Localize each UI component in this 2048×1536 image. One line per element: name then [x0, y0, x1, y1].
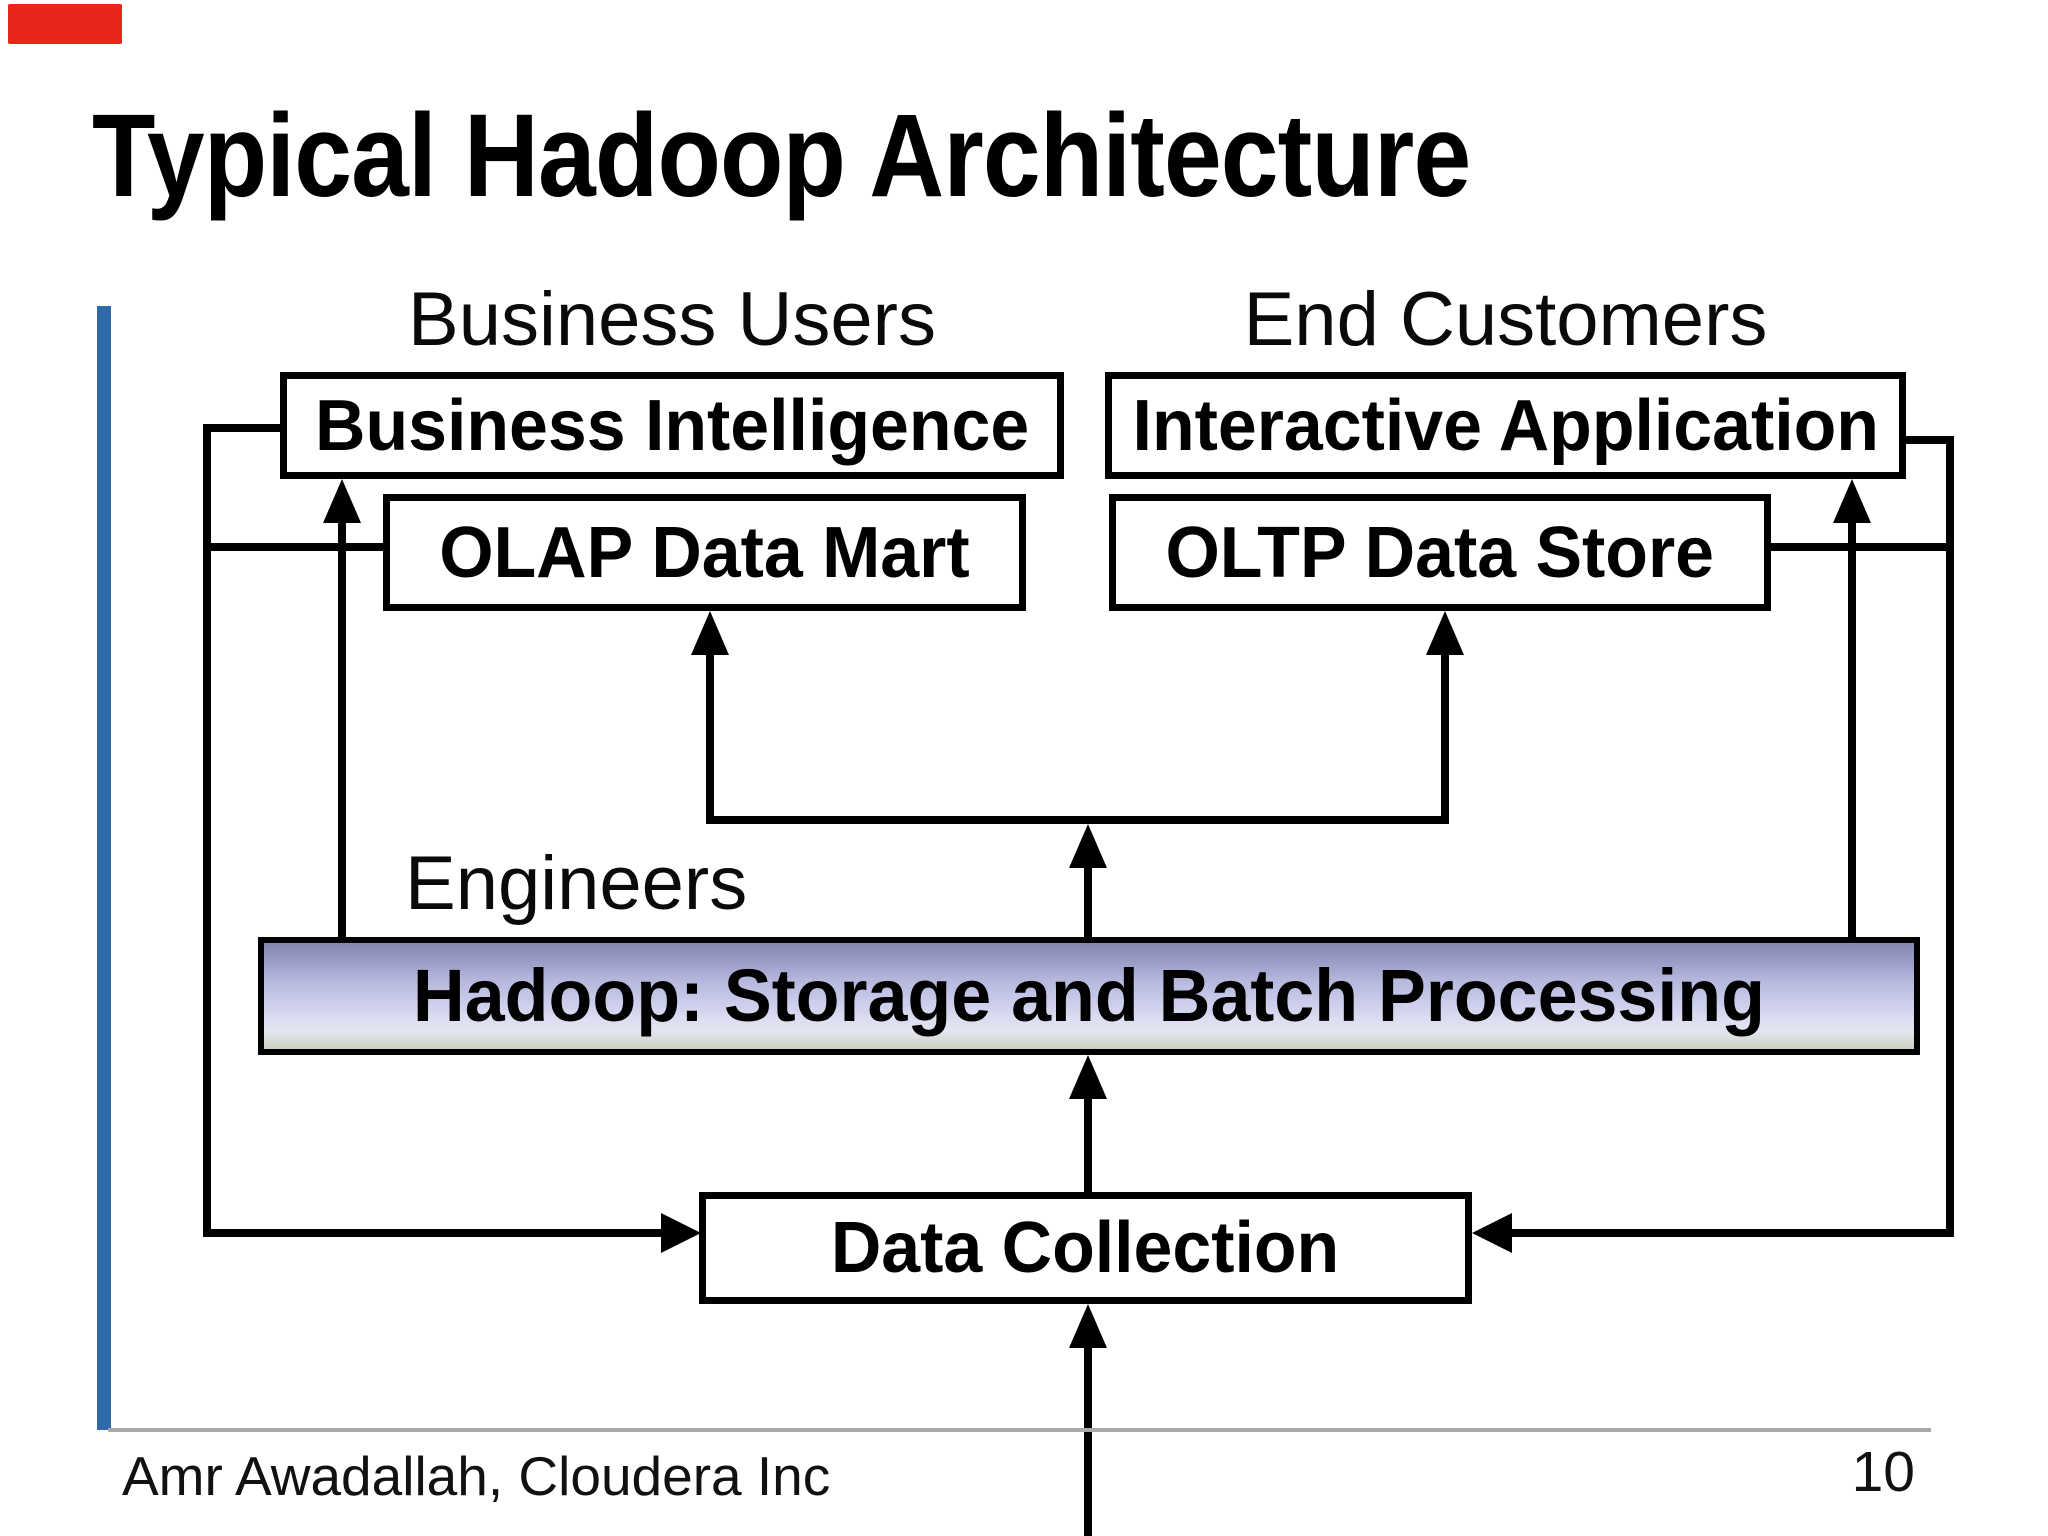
page-number: 10	[1851, 1440, 1915, 1504]
accent-bar	[97, 306, 111, 1430]
box-hadoop-storage-batch: Hadoop: Storage and Batch Processing	[258, 937, 1920, 1055]
box-interactive-application: Interactive Application	[1105, 372, 1906, 479]
line-split-connector	[706, 816, 1449, 824]
arrowhead-into-oltp	[1426, 611, 1464, 655]
arrowhead-hadoop-to-bi	[323, 479, 361, 523]
line-right-trunk	[1946, 436, 1954, 1237]
box-business-intelligence: Business Intelligence	[280, 372, 1064, 479]
line-ia-right-branch	[1903, 436, 1954, 444]
box-olap-data-mart-label: OLAP Data Mart	[439, 512, 970, 593]
box-oltp-data-store-label: OLTP Data Store	[1165, 512, 1715, 593]
box-olap-data-mart: OLAP Data Mart	[383, 494, 1026, 611]
line-feed-to-dc	[1084, 1342, 1092, 1536]
box-business-intelligence-label: Business Intelligence	[314, 385, 1030, 466]
box-hadoop-label: Hadoop: Storage and Batch Processing	[412, 954, 1766, 1037]
arrowhead-into-dc-left	[661, 1213, 701, 1253]
line-oltp-right-branch	[1771, 543, 1954, 551]
line-bi-left-branch	[203, 424, 280, 432]
footer-divider	[108, 1428, 1931, 1432]
label-end-customers: End Customers	[1243, 277, 1768, 362]
box-oltp-data-store: OLTP Data Store	[1109, 494, 1771, 611]
line-hadoop-to-ia	[1848, 516, 1856, 937]
record-badge	[8, 4, 122, 44]
arrowhead-hadoop-to-split	[1069, 824, 1107, 868]
line-split-to-oltp	[1441, 649, 1449, 820]
label-engineers: Engineers	[405, 841, 748, 926]
line-split-to-olap	[706, 649, 714, 820]
line-hadoop-to-split	[1084, 862, 1092, 937]
footer-author: Amr Awadallah, Cloudera Inc	[122, 1445, 831, 1507]
line-olap-left-branch	[203, 543, 383, 551]
page-title: Typical Hadoop Architecture	[92, 90, 1471, 222]
line-into-dc-left	[203, 1229, 667, 1237]
box-interactive-application-label: Interactive Application	[1132, 385, 1879, 466]
box-data-collection: Data Collection	[699, 1192, 1472, 1304]
label-business-users: Business Users	[408, 277, 936, 362]
line-into-dc-right	[1510, 1229, 1954, 1237]
line-left-trunk	[203, 424, 211, 1237]
box-data-collection-label: Data Collection	[831, 1208, 1340, 1288]
line-dc-to-hadoop	[1084, 1097, 1092, 1192]
arrowhead-into-olap	[691, 611, 729, 655]
arrowhead-hadoop-to-ia	[1833, 479, 1871, 523]
arrowhead-feed-to-dc	[1069, 1304, 1107, 1348]
arrowhead-dc-to-hadoop	[1069, 1055, 1107, 1099]
line-hadoop-to-bi	[338, 516, 346, 937]
arrowhead-into-dc-right	[1472, 1213, 1512, 1253]
